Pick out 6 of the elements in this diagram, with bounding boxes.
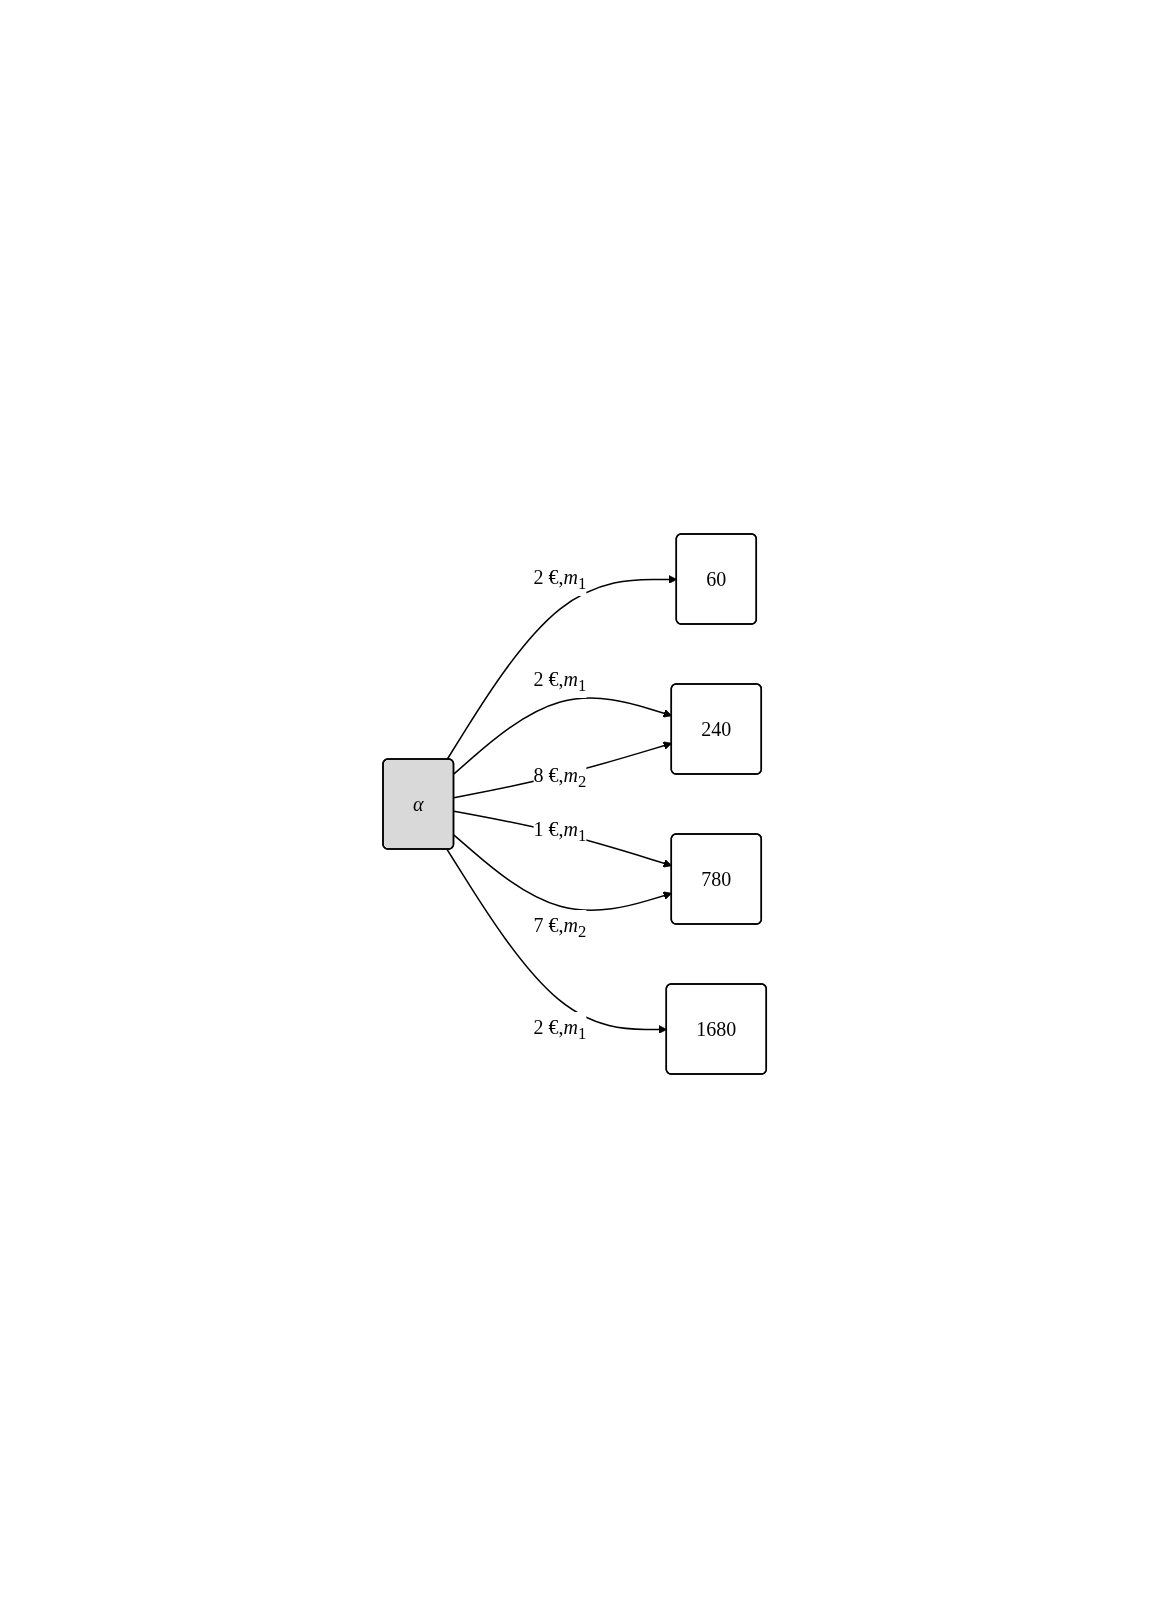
edge-label: 2 €,m$_{1}$ bbox=[533, 565, 587, 593]
edge-label: 8 €,m$_{2}$ bbox=[533, 763, 587, 791]
edge-label: 7 €,m$_{2}$ bbox=[533, 913, 587, 941]
edge-label: 2 €,m$_{1}$ bbox=[533, 1015, 587, 1043]
edge-label: 2 €,m$_{1}$ bbox=[533, 667, 587, 695]
edge-label: 1 €,m$_{1}$ bbox=[533, 817, 587, 845]
